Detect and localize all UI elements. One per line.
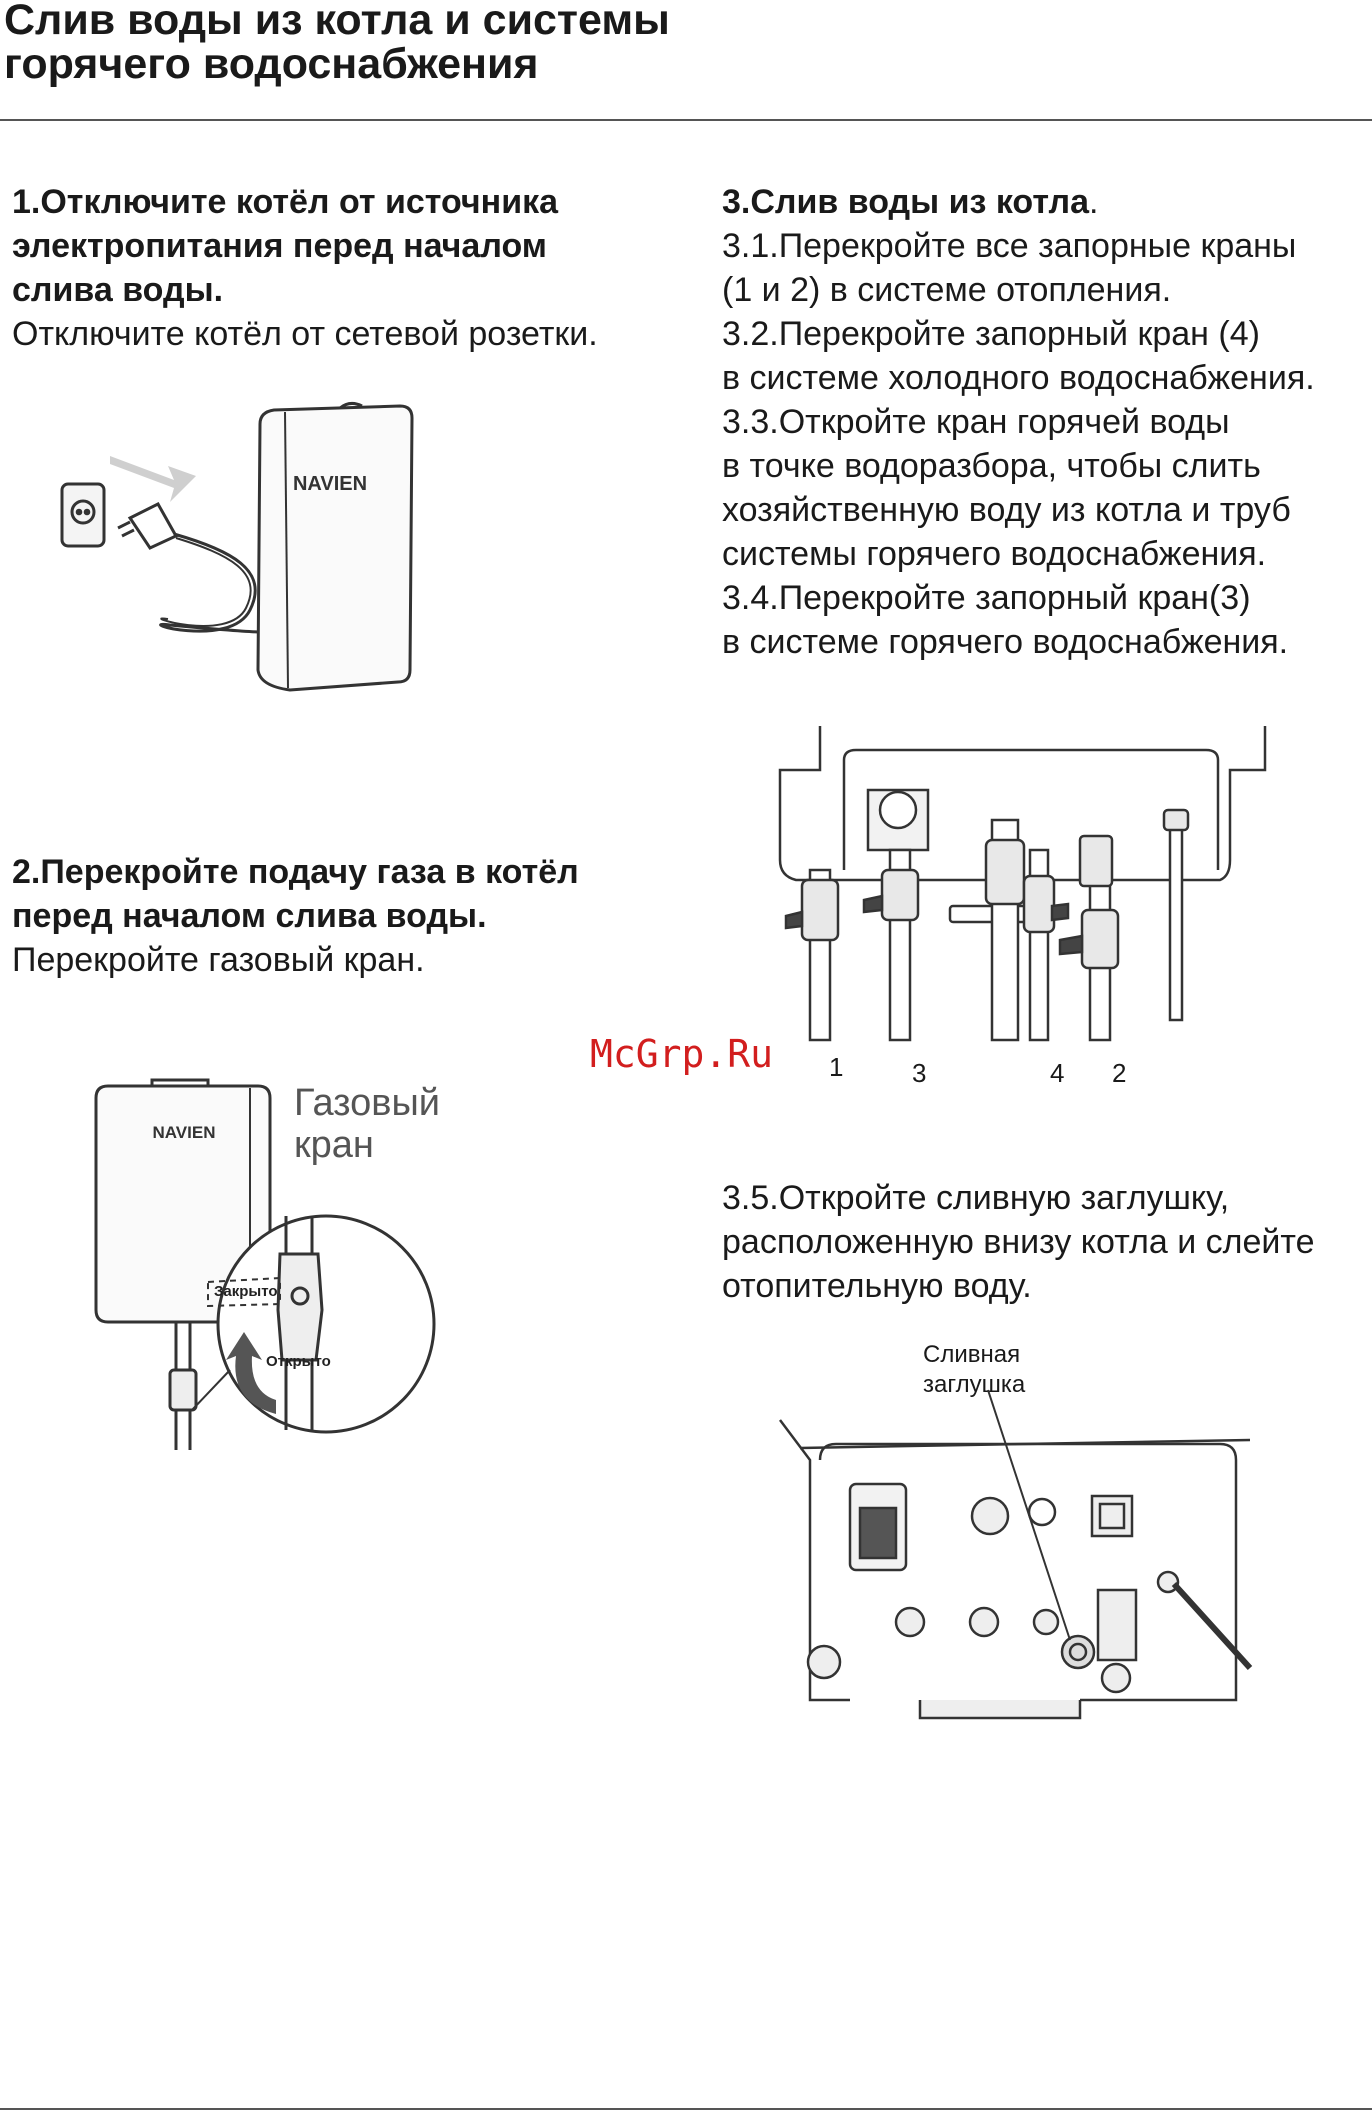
unplug-illustration: NAVIEN: [60, 401, 414, 692]
step2-text: Перекройте газовый кран.: [12, 941, 425, 979]
step3-line-6: в точке водоразбора, чтобы слить: [722, 447, 1261, 485]
gas-valve-label-line-1: Газовый: [294, 1082, 441, 1124]
step3-line-8: системы горячего водоснабжения.: [722, 535, 1267, 573]
step2-section: 2.Перекройте подачу газа в котёл перед н…: [12, 850, 652, 982]
drain-plug-label: Сливная заглушка: [923, 1340, 1025, 1400]
gas-valve-illustration: NAVIEN Закрыто Открыто: [94, 1078, 436, 1450]
step35-line-3: отопительную воду.: [722, 1267, 1032, 1305]
step3-line-5: 3.3.Откройте кран горячей воды: [722, 403, 1230, 441]
step3-heading: 3.Слив воды из котла.: [722, 180, 1362, 224]
step1-section: 1.Отключите котёл от источника электропи…: [12, 180, 652, 356]
step1-heading-line-1: 1.Отключите котёл от источника: [12, 183, 559, 221]
step2-heading-line-1: 2.Перекройте подачу газа в котёл: [12, 853, 579, 891]
valve-label-2: 2: [1112, 1058, 1127, 1088]
step3-line-1: 3.1.Перекройте все запорные краны: [722, 227, 1297, 265]
gas-figure-brand: NAVIEN: [153, 1123, 216, 1142]
valve-label-1: 1: [829, 1052, 844, 1082]
title-line-1: Слив воды из котла и системы: [4, 0, 670, 44]
valve-label-3: 3: [912, 1058, 927, 1088]
step3-line-9: 3.4.Перекройте запорный кран(3): [722, 579, 1251, 617]
step3-line-10: в системе горячего водоснабжения.: [722, 623, 1289, 661]
closed-label: Закрыто: [214, 1283, 278, 1300]
step3-line-2: (1 и 2) в системе отопления.: [722, 271, 1172, 309]
valve-label-4: 4: [1050, 1058, 1065, 1088]
step1-heading-line-2: электропитания перед началом: [12, 227, 547, 265]
step35-line-2: расположенную внизу котла и слейте: [722, 1223, 1315, 1261]
step1-text: Отключите котёл от сетевой розетки.: [12, 315, 598, 353]
drain-plug-label-line-1: Сливная: [923, 1341, 1021, 1368]
gas-valve-label-line-2: кран: [294, 1124, 374, 1166]
step35-section: 3.5.Откройте сливную заглушку, расположе…: [722, 1176, 1362, 1308]
header-divider: [0, 119, 1372, 121]
step3-line-4: в системе холодного водоснабжения.: [722, 359, 1315, 397]
footer-divider: [0, 2108, 1372, 2110]
step3-heading-bold: 3.Слив воды из котла: [722, 183, 1090, 221]
boiler-valves-illustration: [778, 726, 1267, 1042]
plug-figure-brand: NAVIEN: [293, 473, 367, 495]
step35-line-1: 3.5.Откройте сливную заглушку,: [722, 1179, 1230, 1217]
step2-heading-line-2: перед началом слива воды.: [12, 897, 487, 935]
step3-heading-suffix: .: [1089, 183, 1099, 221]
drain-plug-illustration: [779, 1389, 1253, 1720]
title-line-2: горячего водоснабжения: [4, 40, 539, 88]
step3-line-7: хозяйственную воду из котла и труб: [722, 491, 1291, 529]
step1-heading-line-3: слива воды.: [12, 271, 224, 309]
drain-plug-label-line-2: заглушка: [923, 1371, 1026, 1398]
watermark: McGrp.Ru: [590, 1032, 774, 1076]
open-label: Открыто: [266, 1353, 331, 1370]
page-title: Слив воды из котла и системы горячего во…: [4, 0, 670, 86]
step3-section: 3.Слив воды из котла. 3.1.Перекройте все…: [722, 180, 1362, 664]
step3-line-3: 3.2.Перекройте запорный кран (4): [722, 315, 1260, 353]
gas-valve-label: Газовый кран: [294, 1082, 440, 1166]
